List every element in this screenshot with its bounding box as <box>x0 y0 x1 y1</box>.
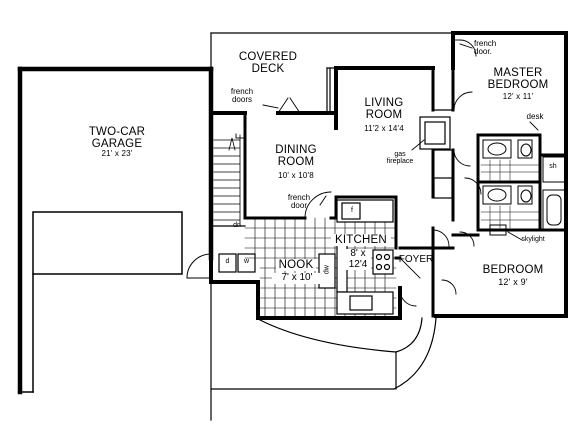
french-door-dining-line1: french <box>287 193 311 202</box>
french-door-master-line1: french <box>474 39 497 48</box>
bath-fixtures <box>482 139 566 231</box>
walkways <box>210 281 437 421</box>
living-room-size: 11'2 x 14'4 <box>364 124 404 134</box>
covered-deck-name-line1: COVERED <box>238 51 298 63</box>
gas-fireplace-line2: fireplace <box>386 158 414 166</box>
gas-fireplace-line1: gas <box>394 151 406 158</box>
skylight-label: skylight <box>521 236 545 243</box>
bedroom-label: BEDROOM 12' x 9' <box>478 264 548 288</box>
covered-deck-label: COVERED DECK <box>228 51 308 75</box>
master-bedroom-size: 12' x 11' <box>502 92 534 102</box>
gas-fireplace-note: gas fireplace <box>384 151 416 166</box>
french-doors-deck-line2: doors <box>231 95 252 105</box>
dining-room-name-line1: DINING <box>275 144 317 156</box>
foyer-label: FOYER <box>398 254 434 265</box>
door-swings <box>277 39 482 307</box>
fireplace <box>419 109 454 151</box>
living-room-name-line1: LIVING <box>364 97 404 109</box>
washer-label: w <box>243 258 250 265</box>
french-door-master-line2: door. <box>474 47 492 57</box>
garage-name-line2: GARAGE <box>91 138 143 151</box>
garage-name-line1: TWO-CAR <box>88 126 146 138</box>
bedroom-size: 12' x 9' <box>498 277 528 288</box>
nook-label: NOOK <box>276 259 316 272</box>
living-room-name-line2: ROOM <box>365 109 403 122</box>
shower-label: sh <box>549 163 557 170</box>
garage-size: 21' x 23' <box>101 149 133 159</box>
french-doors-deck-line1: french <box>230 87 254 96</box>
dryer-label: d <box>225 258 230 265</box>
french-door-master-note: french door. <box>474 39 514 57</box>
living-room-label: LIVING ROOM 11'2 x 14'4 <box>348 97 420 134</box>
kitchen-label: KITCHEN <box>331 234 391 247</box>
closet-living <box>433 177 453 199</box>
bath-tile <box>480 159 541 229</box>
master-bedroom-label: MASTER BEDROOM 12' x 11' <box>478 67 558 102</box>
stairs <box>213 134 241 226</box>
covered-deck-name-line2: DECK <box>251 63 285 76</box>
kitchen-counters <box>318 199 394 315</box>
french-door-dining-note: french door <box>282 193 316 211</box>
laundry-appliances <box>210 225 256 273</box>
desk-label: desk <box>526 112 544 121</box>
garage-label: TWO-CAR GARAGE 21' x 23' <box>72 126 162 159</box>
french-doors-deck-note: french doors <box>224 87 260 105</box>
kitchen-size-line2: 12'4 <box>348 258 368 270</box>
refrigerator-label: f <box>351 207 353 214</box>
master-bedroom-name-line2: BEDROOM <box>487 79 549 92</box>
bedroom-name: BEDROOM <box>482 264 544 276</box>
skylight-box <box>489 224 507 236</box>
dining-room-size: 10' x 10'8 <box>278 171 314 181</box>
garage-entry-door <box>186 253 212 279</box>
dishwasher-label: dw <box>323 265 331 275</box>
dining-room-label: DINING ROOM 10' x 10'8 <box>258 144 334 181</box>
dining-room-name-line2: ROOM <box>277 156 315 169</box>
down-stairs-label: dn <box>233 222 241 229</box>
kitchen-size: 8' x 12'4 <box>345 248 371 270</box>
master-bedroom-name-line1: MASTER <box>493 67 543 79</box>
french-door-dining-line2: door <box>290 201 307 211</box>
nook-size: 7' x 10' <box>272 272 322 284</box>
house-exterior-walls <box>209 31 568 320</box>
kitchen-size-line1: 8' x <box>350 248 366 259</box>
garage-door <box>19 211 183 393</box>
leader-arrows <box>235 43 539 241</box>
